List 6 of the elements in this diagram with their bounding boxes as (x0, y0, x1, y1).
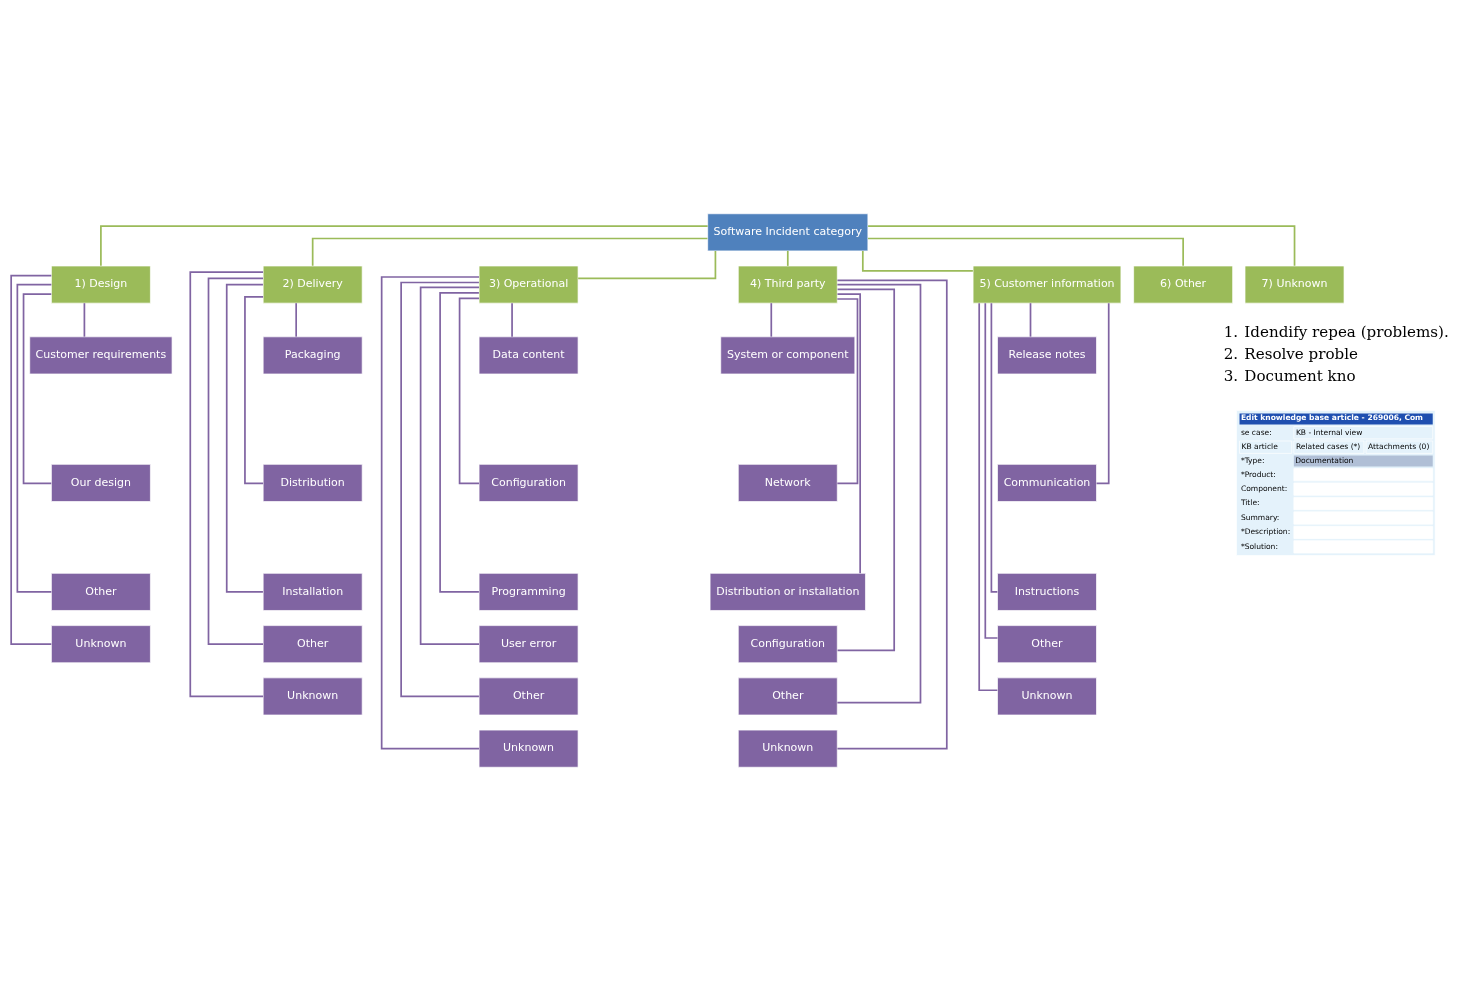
label: 1. (1223, 323, 1239, 342)
label: 3. (1223, 367, 1239, 386)
label: Idendify repea (problems). (1244, 323, 1449, 342)
label: 2. (1223, 345, 1239, 364)
label: Resolve proble (1244, 345, 1359, 364)
label: Document kno (1244, 367, 1356, 386)
